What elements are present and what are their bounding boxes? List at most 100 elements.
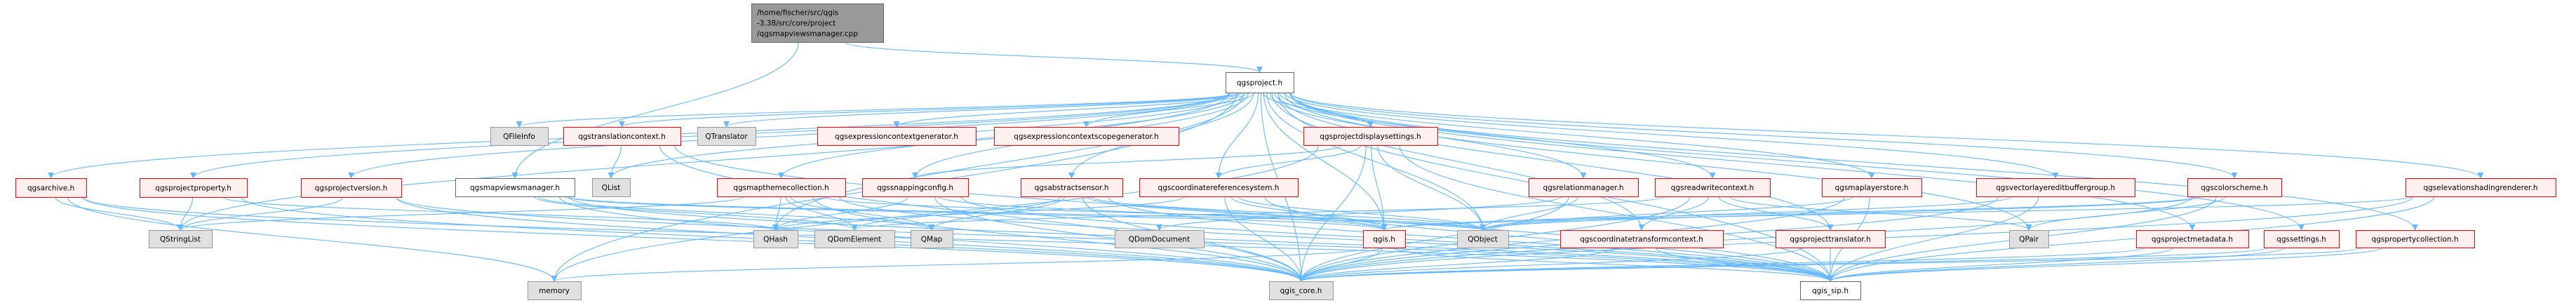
edge-qgsproject-to-qgsprojectmetadata xyxy=(1289,92,2196,231)
node-root: /home/fischer/src/qgis-3.38/src/core/pro… xyxy=(751,4,884,43)
node-box xyxy=(1655,178,1771,197)
edge-qgsvectorlayereditbuffergroup-to-qobject xyxy=(1480,196,2013,231)
node-label: qgsvectorlayereditbuffergroup.h xyxy=(1996,184,2115,192)
edge-qgscolorscheme-to-qgis xyxy=(1381,196,2197,231)
node-qgis[interactable]: qgis.h xyxy=(1363,230,1406,248)
node-box xyxy=(717,178,846,197)
edge-qgscoordinatereferencesystem-to-qhash xyxy=(772,196,1186,231)
node-qgsprojectdisplaysettings[interactable]: qgsprojectdisplaysettings.h xyxy=(1303,127,1438,146)
edge-qgsabstractsensor-to-qdomelement xyxy=(851,196,1062,231)
node-qgselevationshadingrenderer[interactable]: qgselevationshadingrenderer.h xyxy=(2406,178,2556,197)
edge-qgsabstractsensor-to-qgis xyxy=(1086,196,1388,231)
node-box xyxy=(1226,72,1294,93)
node-qlist[interactable]: QList xyxy=(592,178,631,197)
edge-qgscoordinatetransformcontext-to-qgis-sip xyxy=(1656,247,1834,282)
node-label: qgselevationshadingrenderer.h xyxy=(2423,184,2537,192)
node-qgscolorscheme[interactable]: qgscolorscheme.h xyxy=(2187,178,2282,197)
edge-qgsprojecttranslator-to-qgis-core xyxy=(1298,247,1804,282)
node-label: qgsreadwritecontext.h xyxy=(1671,184,1754,192)
node-box xyxy=(2187,178,2282,197)
node-box xyxy=(2406,178,2556,197)
edge-qgsproject-to-qgstranslationcontext xyxy=(619,92,1240,128)
node-label: qgsmaplayerstore.h xyxy=(1834,184,1908,192)
node-qgis-core[interactable]: qgis_core.h xyxy=(1269,281,1334,300)
node-label: qgsabstractsensor.h xyxy=(1035,184,1109,192)
edge-qgsproject-to-qgsprojectversion xyxy=(348,92,1231,179)
node-box xyxy=(1800,281,1861,300)
node-box xyxy=(15,178,87,198)
edge-qgsprojectmetadata-to-qgis-sip xyxy=(1827,247,2174,282)
node-qmap[interactable]: QMap xyxy=(911,230,953,248)
node-qgscoordinatetransformcontext[interactable]: qgscoordinatetransformcontext.h xyxy=(1560,230,1724,248)
node-qgstranslationcontext[interactable]: qgstranslationcontext.h xyxy=(563,127,681,146)
edge-qgsrelationmanager-to-qobject xyxy=(1480,196,1579,231)
edge-qgsprojectdisplaysettings-to-memory xyxy=(551,144,1319,282)
node-qgsexpressioncontextgenerator[interactable]: qgsexpressioncontextgenerator.h xyxy=(817,127,977,146)
node-qpair[interactable]: QPair xyxy=(2009,230,2049,248)
edge-qgsarchive-to-qgis-core xyxy=(82,196,1304,282)
node-qgsvectorlayereditbuffergroup[interactable]: qgsvectorlayereditbuffergroup.h xyxy=(1976,178,2135,197)
node-qgsabstractsensor[interactable]: qgsabstractsensor.h xyxy=(1021,178,1123,197)
node-qgsrelationmanager[interactable]: qgsrelationmanager.h xyxy=(1529,178,1639,197)
edge-qgspropertycollection-to-qgis-core xyxy=(1298,247,2362,282)
edge-qgssnappingconfig-to-qhash xyxy=(772,196,909,231)
node-qhash[interactable]: QHash xyxy=(753,230,798,248)
node-box xyxy=(1363,230,1406,248)
node-box xyxy=(490,127,549,146)
edge-qgsrelationmanager-to-qdomdocument xyxy=(1156,196,1562,231)
node-qgsprojectmetadata[interactable]: qgsprojectmetadata.h xyxy=(2136,230,2249,248)
node-label: qgsmapthemecollection.h xyxy=(733,184,829,192)
edge-qgsabstractsensor-to-qobject xyxy=(1091,196,1486,231)
node-box xyxy=(592,178,631,197)
node-label: qgsprojectdisplaysettings.h xyxy=(1320,133,1421,141)
node-qgsmapviewsmanager[interactable]: qgsmapviewsmanager.h xyxy=(455,178,575,197)
node-qgssnappingconfig[interactable]: qgssnappingconfig.h xyxy=(862,178,969,197)
node-box xyxy=(1560,230,1724,248)
node-qgsproject[interactable]: qgsproject.h xyxy=(1226,72,1294,93)
node-box xyxy=(753,230,798,248)
node-qgis-sip[interactable]: qgis_sip.h xyxy=(1800,281,1861,300)
node-label: qgsrelationmanager.h xyxy=(1543,184,1623,192)
edge-qgselevationshadingrenderer-to-qgis-sip xyxy=(1827,196,2435,282)
node-qdomelement[interactable]: QDomElement xyxy=(814,230,895,248)
edge-qgsproject-to-qgssettings xyxy=(1289,92,2305,231)
node-memory[interactable]: memory xyxy=(528,281,582,300)
node-qgsprojectproperty[interactable]: qgsprojectproperty.h xyxy=(140,178,248,198)
edge-qgsprojectdisplaysettings-to-qgssnappingconfig xyxy=(912,144,1342,179)
node-box xyxy=(817,127,977,146)
node-label: qgsprojectversion.h xyxy=(315,184,388,193)
node-qgsarchive[interactable]: qgsarchive.h xyxy=(15,178,87,198)
node-box xyxy=(140,178,248,198)
node-qgsprojecttranslator[interactable]: qgsprojecttranslator.h xyxy=(1776,230,1886,248)
node-qgsexpressioncontextscopegenerator[interactable]: qgsexpressioncontextscopegenerator.h xyxy=(994,127,1179,146)
edge-qgsprojectdisplaysettings-to-qgis-sip xyxy=(1399,144,1834,282)
node-qgspropertycollection[interactable]: qgspropertycollection.h xyxy=(2356,230,2475,248)
node-box xyxy=(1976,178,2135,197)
edge-root-to-qgsproject xyxy=(844,41,1263,73)
node-qtranslator[interactable]: QTranslator xyxy=(697,127,756,146)
node-qgsprojectversion[interactable]: qgsprojectversion.h xyxy=(301,178,402,198)
node-label: qgsprojecttranslator.h xyxy=(1790,236,1870,244)
node-label: qgscoordinatetransformcontext.h xyxy=(1580,236,1703,244)
node-qdomdocument[interactable]: QDomDocument xyxy=(1115,230,1205,248)
edge-qgsproject-to-qgscoordinatetransformcontext xyxy=(1271,92,1645,231)
edge-qgsvectorlayereditbuffergroup-to-qgis-sip xyxy=(1827,196,2039,282)
node-qgscoordinatereferencesystem[interactable]: qgscoordinatereferencesystem.h xyxy=(1139,178,1299,197)
node-qgsmapthemecollection[interactable]: qgsmapthemecollection.h xyxy=(717,178,846,197)
node-label: qgstranslationcontext.h xyxy=(578,133,666,141)
node-qgsreadwritecontext[interactable]: qgsreadwritecontext.h xyxy=(1655,178,1771,197)
node-qobject[interactable]: QObject xyxy=(1457,230,1509,248)
node-qstringlist[interactable]: QStringList xyxy=(149,230,213,248)
node-label: QTranslator xyxy=(705,133,748,141)
edge-qgsmapviewsmanager-to-qdomelement xyxy=(533,196,858,231)
node-box xyxy=(1529,178,1639,197)
node-qfileinfo[interactable]: QFileInfo xyxy=(490,127,549,146)
edge-qgsabstractsensor-to-qmap xyxy=(928,196,1066,231)
node-qgsmaplayerstore[interactable]: qgsmaplayerstore.h xyxy=(1822,178,1922,197)
edge-qgsproject-to-qobject xyxy=(1266,92,1486,231)
node-label: qgsprojectmetadata.h xyxy=(2152,236,2233,244)
node-label: qgsprojectproperty.h xyxy=(155,184,232,193)
node-qgssettings[interactable]: qgssettings.h xyxy=(2264,230,2340,248)
edge-qgsproject-to-qtranslator xyxy=(723,92,1243,128)
